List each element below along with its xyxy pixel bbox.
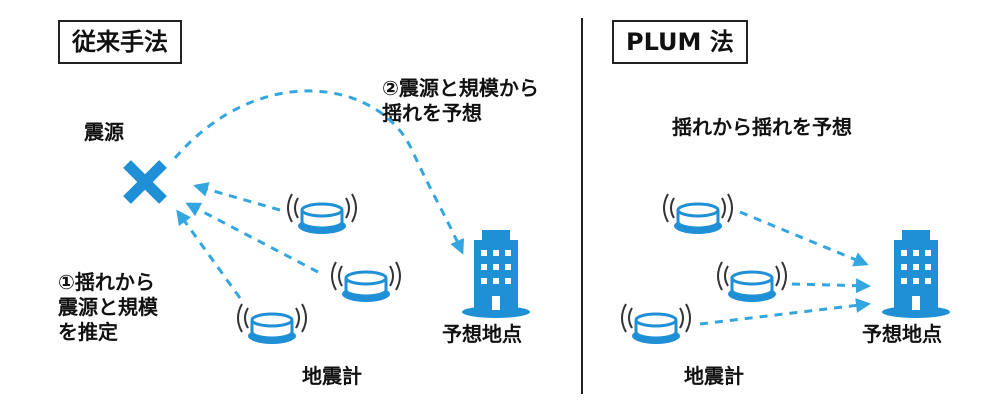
step2-line-1: ②震源と規模から (382, 76, 539, 100)
step1-label: ①揺れから 震源と規模 を推定 (58, 270, 158, 345)
source-label: 震源 (84, 120, 124, 144)
plum-arrow-2 (791, 278, 871, 294)
building-icon (882, 230, 950, 318)
seismometer-icon (286, 192, 358, 236)
step1-line-1: ①揺れから (58, 270, 155, 294)
epicenter-cross-icon (123, 160, 167, 204)
right-seismometer-label: 地震計 (684, 364, 744, 388)
seismometer-icon (662, 192, 734, 236)
plum-arrow-3 (699, 297, 871, 326)
left-target-label: 予想地点 (442, 322, 522, 346)
right-panel-title: PLUM 法 (612, 20, 748, 64)
step1-line-3: を推定 (58, 320, 118, 344)
step1-arrow-2 (185, 202, 319, 274)
step2-label: ②震源と規模から 揺れを予想 (382, 76, 539, 126)
left-panel-title: 従来手法 (58, 20, 182, 64)
seismometer-icon (330, 260, 402, 304)
seismometer-icon (236, 302, 308, 346)
building-icon (462, 230, 530, 318)
step2-arrow (173, 89, 465, 255)
right-target-label: 予想地点 (862, 322, 942, 346)
seismometer-icon (620, 302, 692, 346)
step1-arrow-1 (193, 182, 281, 212)
step2-line-2: 揺れを予想 (382, 101, 482, 125)
step1-arrow-3 (176, 209, 242, 299)
plum-arrow-1 (739, 210, 869, 267)
seismometer-icon (716, 260, 788, 304)
right-caption: 揺れから揺れを予想 (672, 115, 852, 139)
left-seismometer-label: 地震計 (302, 364, 362, 388)
step1-line-2: 震源と規模 (58, 295, 158, 319)
